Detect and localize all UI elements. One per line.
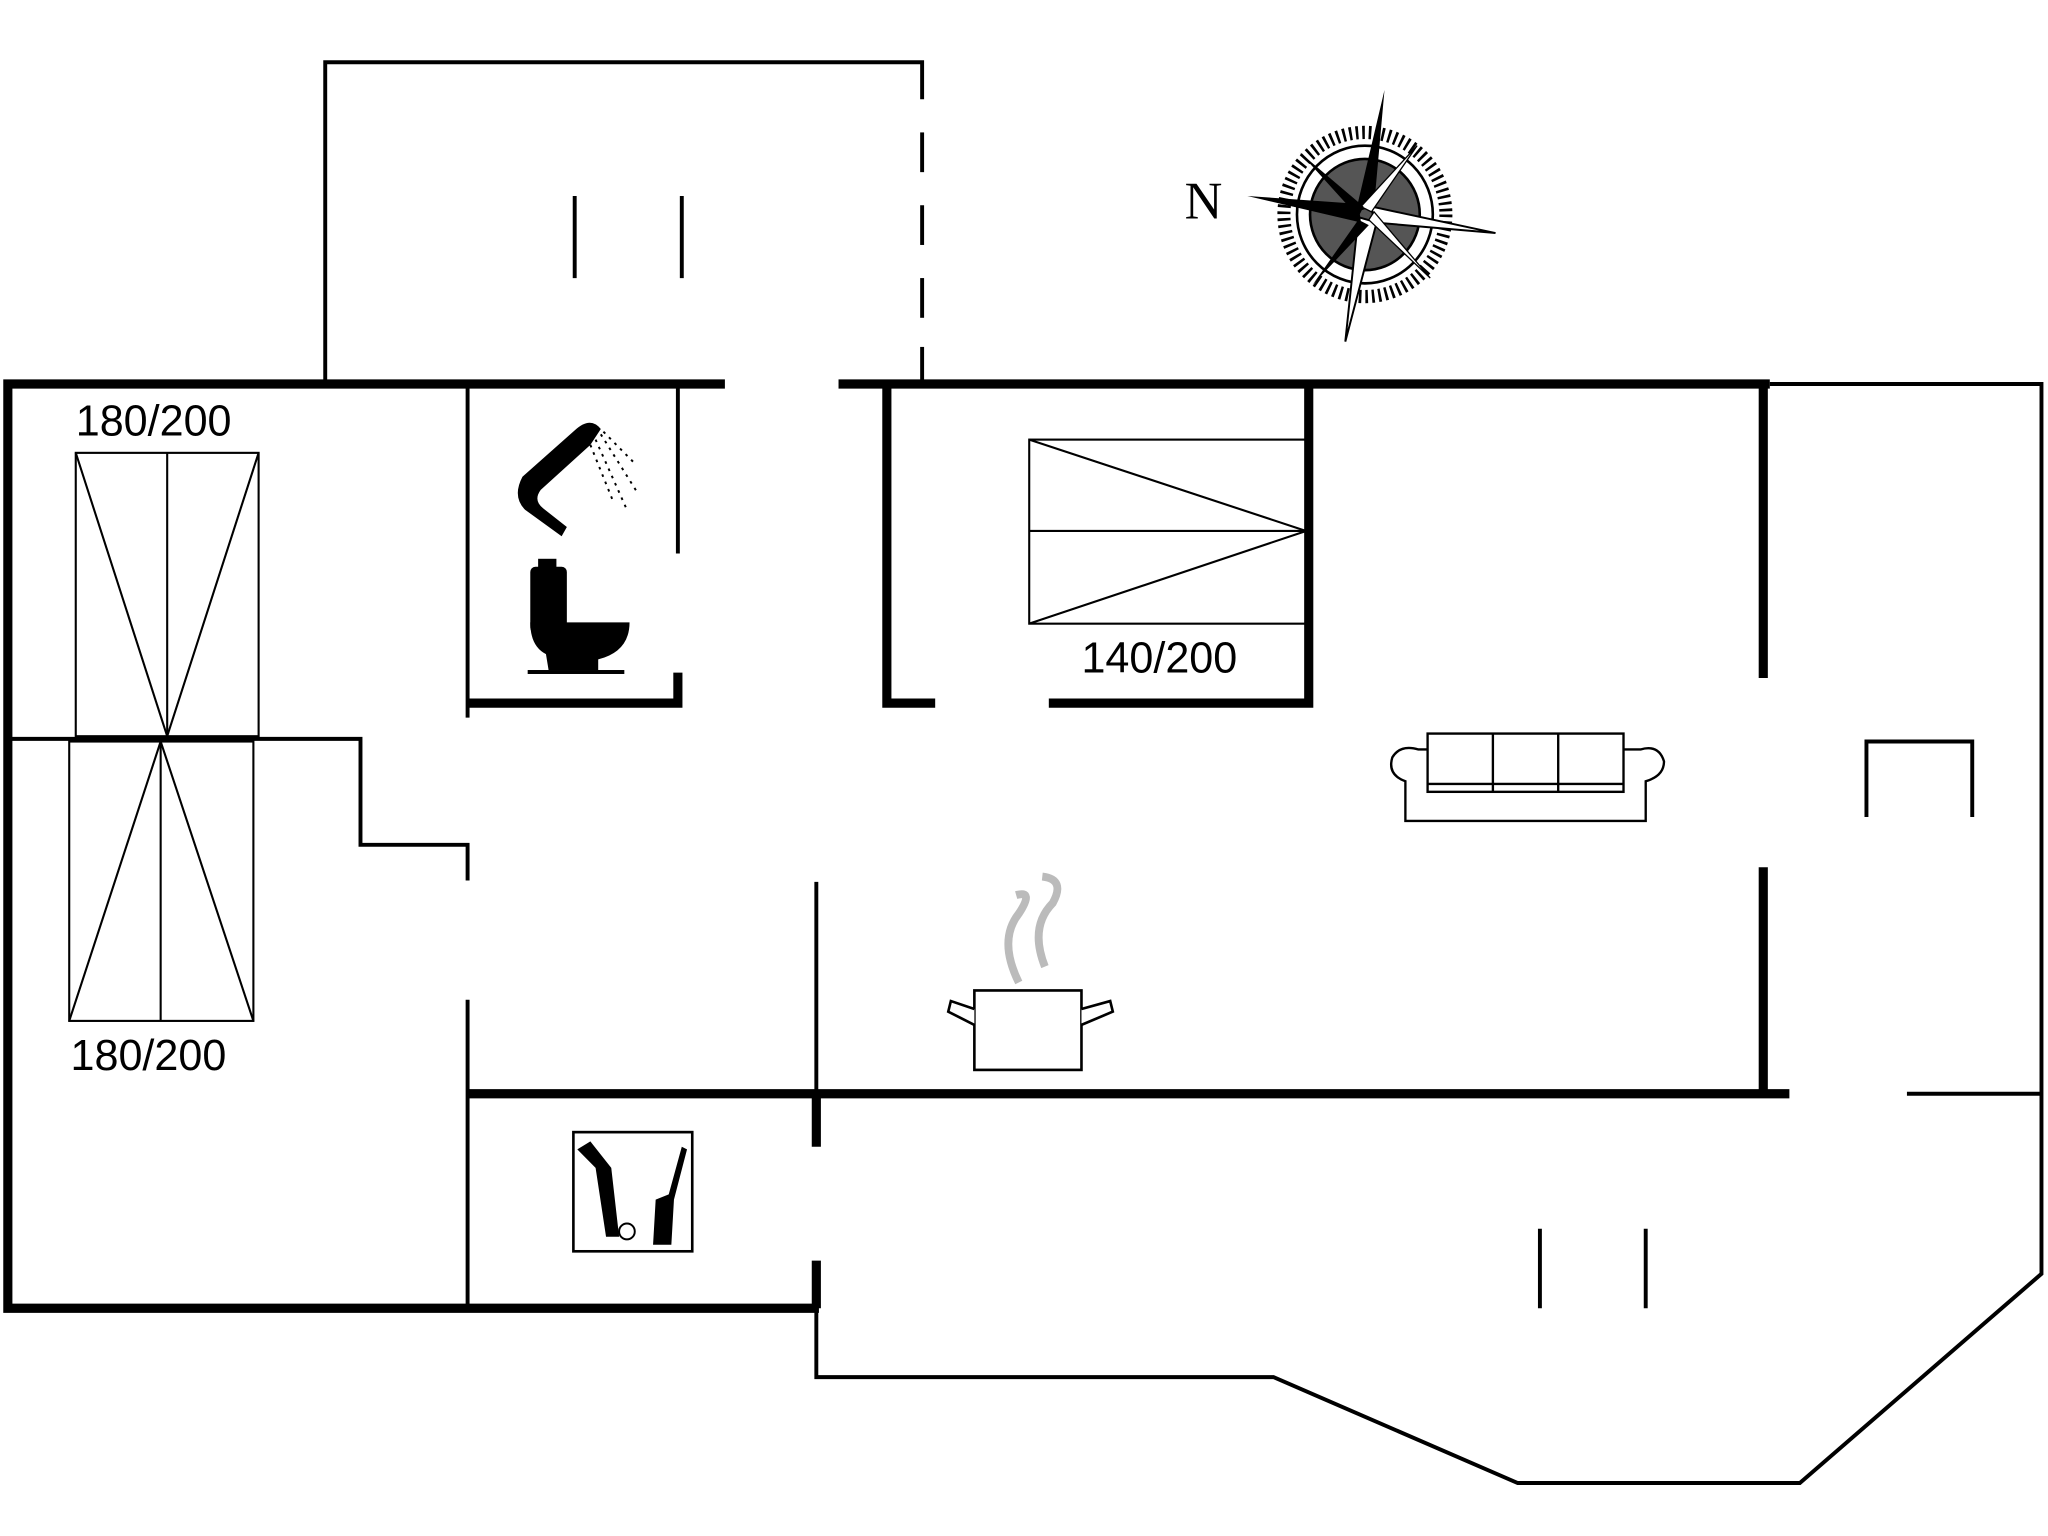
double-bed-icon	[74, 451, 260, 738]
shower-icon	[517, 422, 639, 537]
toilet-icon	[527, 558, 630, 674]
cooking-pot-icon	[946, 872, 1115, 1072]
double-bed-icon	[1028, 438, 1308, 625]
utility-room-icon	[572, 1130, 694, 1253]
double-bed-icon	[68, 740, 255, 1022]
compass-rose-icon	[1247, 90, 1496, 342]
bed-size-label: 180/200	[76, 397, 232, 445]
bed-size-label: 180/200	[71, 1032, 227, 1080]
sofa-icon	[1390, 732, 1666, 823]
bed-size-label: 140/200	[1081, 634, 1237, 682]
walls	[3, 60, 2044, 1486]
compass-north-label: N	[1185, 172, 1223, 230]
